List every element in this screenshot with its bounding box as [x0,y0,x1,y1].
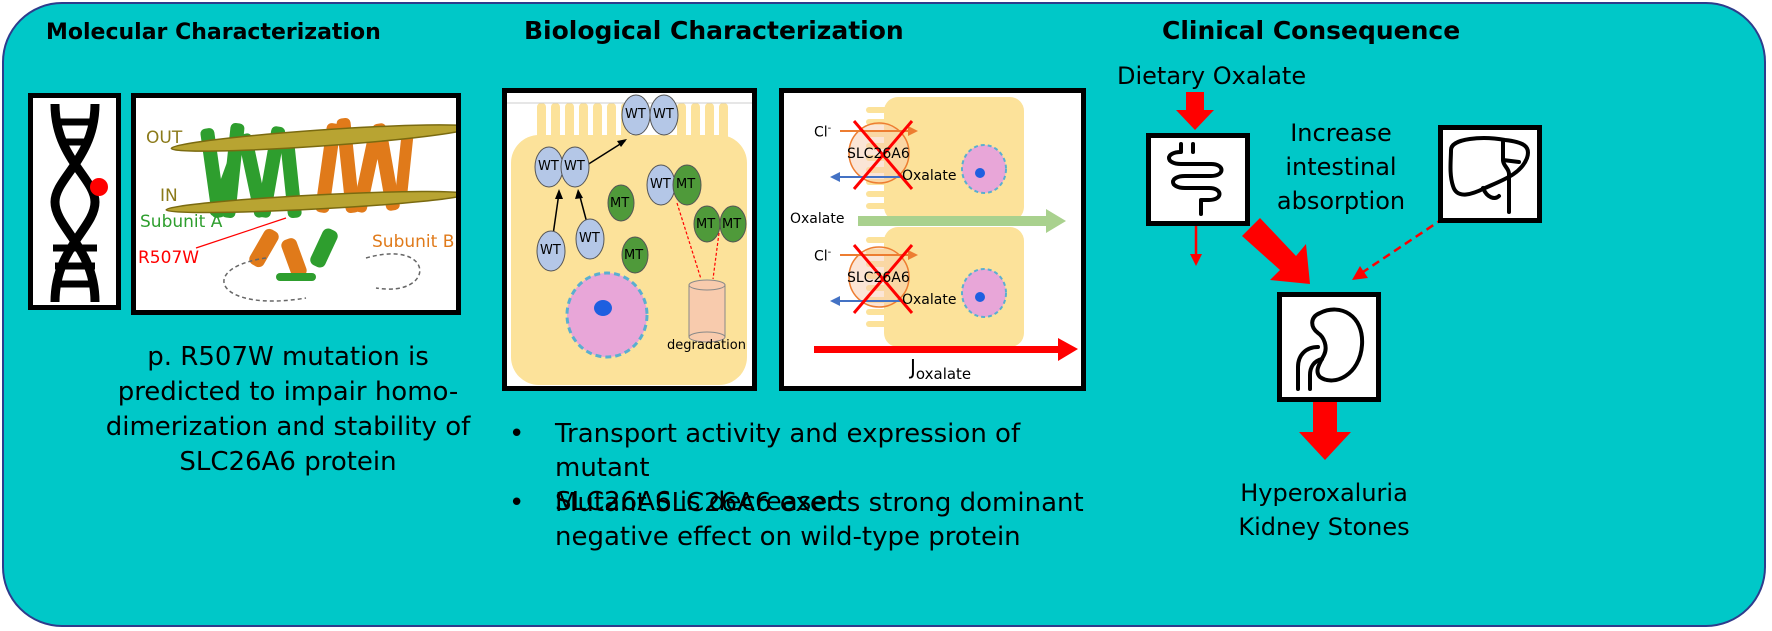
paracellular-oxalate-label: Oxalate [790,211,845,227]
dna-helix-icon [50,103,108,303]
bullet-line: negative effect on wild-type protein [555,522,1021,552]
protein-structure-image [165,118,456,302]
degradation-label: degradation [667,338,746,353]
membrane-in-label: IN [160,186,178,206]
caption-line: dimerization and stability of [105,412,471,442]
mutation-dot [90,178,108,196]
bullet-item: • Transport activity and expression of m… [509,417,1119,517]
cell-diagram [507,94,752,385]
bullet-item: • Mutant SLC26A6 exerts strong dominant … [509,486,1119,554]
increase-line: Increase [1290,119,1392,147]
chloride-label: Cl- [814,123,832,141]
oxalate-label: Oxalate [902,168,957,184]
biological-characterization-heading: Biological Characterization [524,16,904,45]
bullet-line: SLC26A6 is decreased [555,487,844,517]
subunit-b-label: Subunit B [372,232,455,252]
transporter-label: SLC26A6 [847,146,910,162]
kidney-icon [1296,307,1365,391]
mt-protein-label: MT [676,177,696,192]
liver-icon [1448,136,1530,214]
chloride-label: Cl- [814,247,832,265]
mt-protein-label: MT [722,217,742,232]
caption-line: predicted to impair homo- [117,377,459,407]
increase-line: intestinal [1285,153,1397,181]
wt-protein-label: WT [538,159,559,174]
molecular-caption: p. R507W mutation is predicted to impair… [88,340,488,480]
liver-panel [1438,125,1542,223]
clinical-flow-arrows [1176,92,1445,460]
wt-protein-label: WT [650,177,671,192]
wt-protein-label: WT [564,159,585,174]
dna-panel [28,93,121,310]
intestine-panel [1146,133,1250,226]
wt-protein-label: WT [625,107,646,122]
wt-protein-label: WT [579,231,600,246]
transporter-label: SLC26A6 [847,270,910,286]
caption-line: SLC26A6 protein [179,447,397,477]
mutation-label: R507W [138,248,200,268]
oxalate-label: Oxalate [902,292,957,308]
outcome-label: Hyperoxaluria Kidney Stones [1224,476,1424,544]
kidney-panel [1277,292,1381,402]
mt-protein-label: MT [610,196,630,211]
clinical-consequence-heading: Clinical Consequence [1162,16,1461,45]
dietary-oxalate-label: Dietary Oxalate [1117,62,1307,90]
cell-biology-panel: WT WT WT WT WT MT MT WT MT MT WT MT degr… [502,88,757,391]
outcome-line: Kidney Stones [1238,513,1410,541]
bullet-marker: • [509,488,525,518]
wt-protein-label: WT [653,107,674,122]
caption-line: p. R507W mutation is [147,342,429,372]
bullet-line: Mutant SLC26A6 exerts strong dominant [555,488,1084,518]
increase-line: absorption [1276,187,1406,215]
bullet-marker: • [509,419,525,449]
bullet-line: Transport activity and expression of mut… [555,419,1021,483]
membrane-out-label: OUT [146,128,183,148]
nucleus-dot [594,300,612,316]
subunit-a-label: Subunit A [140,212,223,232]
intestine-icon [1167,142,1224,216]
mt-protein-label: MT [624,248,644,263]
increase-absorption-label: Increase intestinal absorption [1266,116,1416,218]
wt-protein-label: WT [540,243,561,258]
protein-structure-panel: OUT IN Subunit A Subunit B R507W [131,93,461,315]
flux-label: Joxalate [910,355,972,383]
molecular-characterization-heading: Molecular Characterization [46,20,381,45]
transport-panel: Cl- SLC26A6 Oxalate Oxalate Cl- SLC26A6 … [779,88,1086,391]
outcome-line: Hyperoxaluria [1240,479,1408,507]
transport-diagram [814,97,1078,361]
mt-protein-label: MT [696,217,716,232]
